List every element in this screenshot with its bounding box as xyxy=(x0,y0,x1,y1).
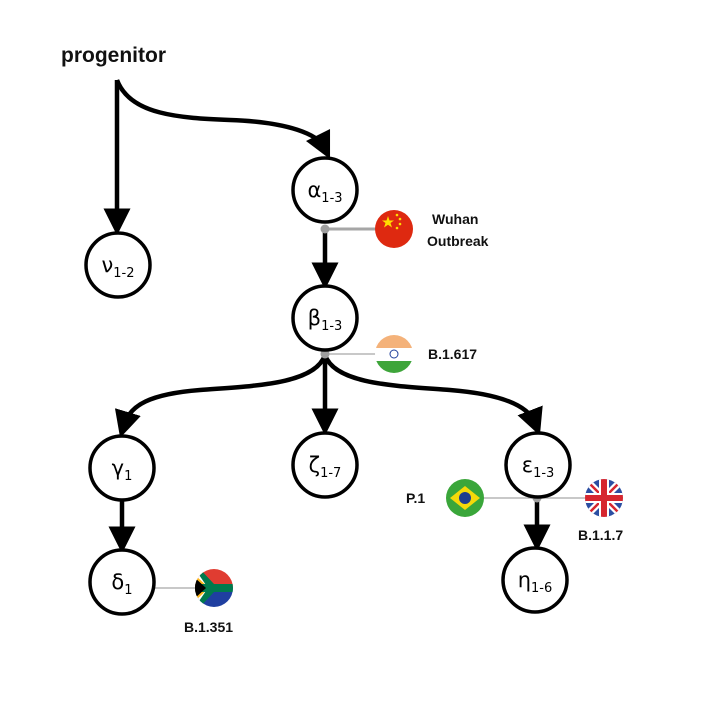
node-label: β1-3 xyxy=(308,306,343,334)
label-b1617: B.1.617 xyxy=(428,346,477,362)
india-flag-icon xyxy=(375,335,413,373)
node-label: η1-6 xyxy=(518,568,553,596)
connector-dot xyxy=(320,224,330,234)
node-circle xyxy=(88,434,156,502)
edge-beta-gamma xyxy=(114,354,328,438)
node-zeta: ζ1-7 xyxy=(291,431,359,499)
node-eta: η1-6 xyxy=(501,546,569,614)
label-p1: P.1 xyxy=(406,490,425,506)
brazil-flag-icon xyxy=(446,479,484,517)
node-circle xyxy=(291,156,359,224)
node-label: α1-3 xyxy=(307,178,342,206)
node-alpha: α1-3 xyxy=(291,156,359,224)
china-flag-icon xyxy=(375,210,413,248)
node-nu: ν1-2 xyxy=(84,231,152,299)
root-label: progenitor xyxy=(61,44,166,67)
label-wuhan-outbreak-line1: Wuhan xyxy=(432,211,478,227)
node-circle xyxy=(291,284,359,352)
south-africa-flag-icon xyxy=(195,569,233,607)
node-delta: δ1 xyxy=(88,548,156,616)
node-gamma: γ1 xyxy=(88,434,156,502)
node-epsilon: ε1-3 xyxy=(504,431,572,499)
label-b117: B.1.1.7 xyxy=(578,527,623,543)
node-label: δ1 xyxy=(111,570,132,598)
label-wuhan-outbreak-line2: Outbreak xyxy=(427,233,489,249)
node-circle xyxy=(291,431,359,499)
node-circle xyxy=(84,231,152,299)
node-label: ε1-3 xyxy=(522,453,555,481)
edge-beta-epsilon xyxy=(322,354,543,436)
node-label: ν1-2 xyxy=(102,253,135,281)
node-beta: β1-3 xyxy=(291,284,359,352)
node-circle xyxy=(88,548,156,616)
connector-dot xyxy=(320,349,330,359)
uk-flag-icon xyxy=(585,479,623,517)
label-b1351: B.1.351 xyxy=(184,619,233,635)
node-label: ζ1-7 xyxy=(309,453,342,481)
node-label: γ1 xyxy=(112,456,133,484)
node-circle xyxy=(501,546,569,614)
node-circle xyxy=(504,431,572,499)
edge-progenitor-alpha xyxy=(114,79,331,160)
